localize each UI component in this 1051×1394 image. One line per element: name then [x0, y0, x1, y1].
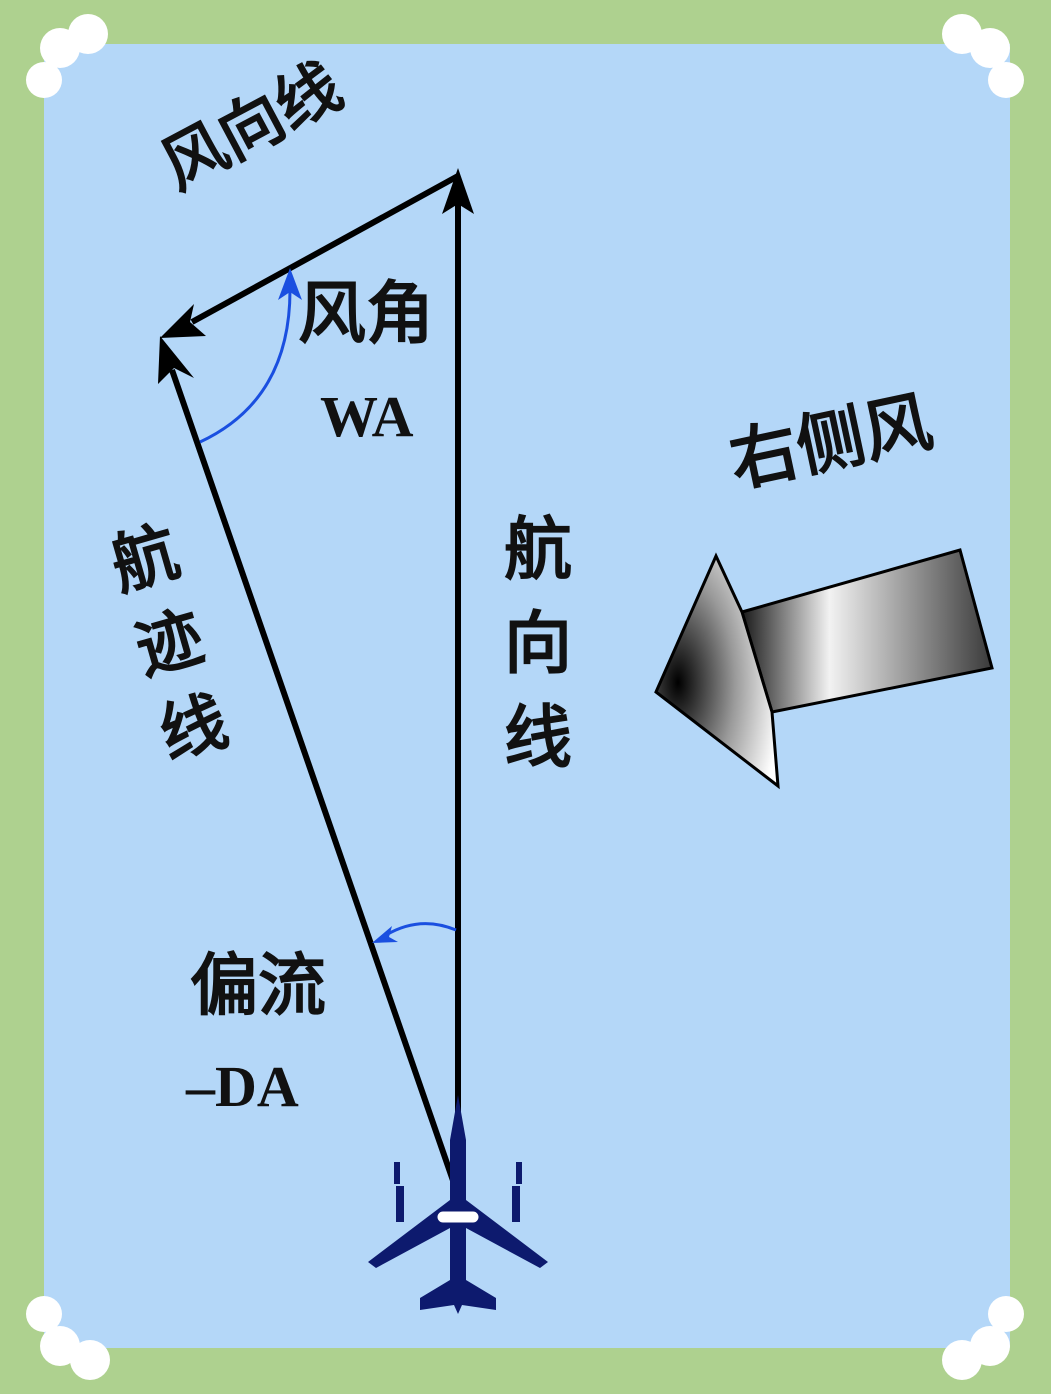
drift-abbr-text: –DA: [186, 1054, 299, 1119]
drift-angle-arc: [372, 922, 457, 943]
drift-text: 偏流: [190, 946, 327, 1026]
wind-arrow-icon: [654, 548, 994, 790]
heading-line-char-1: 航: [504, 510, 573, 590]
wind-angle-arc: [199, 268, 302, 444]
heading-line-char-3: 线: [504, 698, 573, 778]
wind-angle-abbr-label: WA: [320, 388, 413, 446]
track-vector: [158, 336, 461, 1196]
wind-angle-abbr-text: WA: [320, 384, 414, 449]
corner-decorations: [26, 14, 1024, 1380]
airplane-icon: [368, 1095, 548, 1314]
wind-vector: [160, 173, 460, 338]
wind-angle-label: 风角: [298, 280, 434, 348]
heading-line-label: 航 向 线: [504, 516, 572, 772]
drift-abbr-label: –DA: [186, 1058, 299, 1116]
wind-angle-text: 风角: [298, 274, 435, 354]
drift-label: 偏流: [190, 952, 326, 1020]
heading-line-char-2: 向: [504, 604, 573, 684]
heading-vector: [442, 168, 474, 1195]
